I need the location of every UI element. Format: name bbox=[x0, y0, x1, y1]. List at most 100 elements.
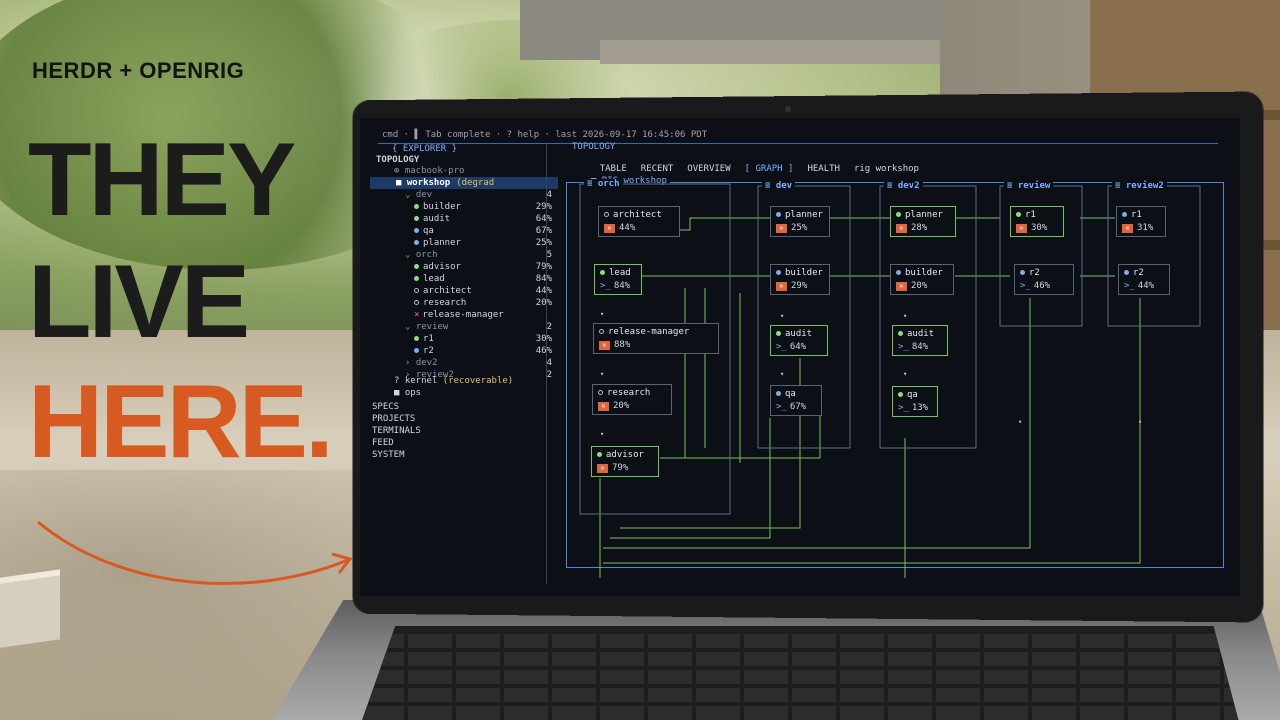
node-usage: 44% bbox=[1137, 281, 1155, 291]
node-usage: 64% bbox=[789, 342, 807, 352]
crashed-pane-icon: ✕ bbox=[896, 224, 907, 233]
agent-node[interactable]: audit>_64% bbox=[770, 325, 828, 356]
terminal-prompt-icon: >_ bbox=[898, 403, 909, 413]
agent-node[interactable]: planner✕25% bbox=[770, 206, 830, 237]
node-usage: 46% bbox=[1033, 281, 1051, 291]
group-title[interactable]: ≡ review2 bbox=[1112, 181, 1167, 191]
agent-node[interactable]: r2 >_44% bbox=[1118, 264, 1170, 295]
tab-recent[interactable]: RECENT bbox=[640, 164, 674, 174]
node-usage: 30% bbox=[1031, 223, 1048, 233]
tree-item-count: 5 bbox=[546, 250, 552, 260]
node-name: release-manager bbox=[608, 327, 690, 337]
node-name: qa bbox=[907, 390, 918, 400]
node-name: lead bbox=[609, 268, 631, 278]
node-name: builder bbox=[905, 268, 943, 278]
tree-ops[interactable]: ■ ops bbox=[394, 388, 422, 398]
section-system[interactable]: SYSTEM bbox=[372, 450, 405, 460]
tree-item-count: 2 bbox=[546, 370, 552, 380]
explorer-title: { EXPLORER } bbox=[392, 144, 458, 154]
tab-table[interactable]: TABLE bbox=[599, 164, 627, 174]
terminal-screen[interactable]: cmd · ▌ Tab complete · ? help · last 202… bbox=[360, 118, 1240, 596]
node-usage: 13% bbox=[911, 403, 929, 413]
agent-node[interactable]: builder✕20% bbox=[890, 264, 954, 295]
group-title[interactable]: ≡ dev2 bbox=[884, 181, 923, 191]
agent-node[interactable]: audit>_84% bbox=[892, 325, 948, 356]
agent-node[interactable]: r1✕30% bbox=[1010, 206, 1064, 237]
node-name: planner bbox=[905, 210, 943, 220]
brand-kicker: HERDR + OPENRIG bbox=[32, 58, 245, 83]
status-dot-icon bbox=[600, 270, 605, 275]
tree-item-count: 4 bbox=[546, 358, 552, 368]
tree-item-count: 29% bbox=[535, 202, 552, 212]
agent-node[interactable]: architect✕44% bbox=[598, 206, 680, 237]
agent-node[interactable]: qa >_13% bbox=[892, 386, 938, 417]
node-name: qa bbox=[785, 389, 796, 399]
svg-text:▴: ▴ bbox=[1018, 417, 1022, 425]
crashed-pane-icon: ✕ bbox=[597, 464, 608, 473]
tab-graph[interactable]: [ GRAPH ] bbox=[744, 164, 794, 174]
agent-node[interactable]: lead>_84% bbox=[594, 264, 642, 295]
agent-node[interactable]: research✕20% bbox=[592, 384, 672, 415]
agent-node[interactable]: builder✕29% bbox=[770, 264, 830, 295]
node-name: planner bbox=[785, 210, 823, 220]
terminal-prompt-icon: >_ bbox=[898, 342, 909, 352]
tab-overview[interactable]: OVERVIEW bbox=[687, 164, 731, 174]
tree-item-label: r2 bbox=[423, 346, 434, 356]
terminal-prompt-icon: >_ bbox=[1124, 281, 1135, 291]
tree-kernel[interactable]: ? kernel (recoverable) bbox=[394, 376, 514, 386]
agent-node[interactable]: planner✕28% bbox=[890, 206, 956, 237]
agent-node[interactable]: advisor ✕ 79% bbox=[591, 446, 659, 477]
node-name: r2 bbox=[1133, 268, 1144, 278]
status-dot-icon bbox=[1122, 212, 1127, 217]
tab-health[interactable]: HEALTH bbox=[807, 164, 840, 174]
node-name: advisor bbox=[606, 450, 644, 460]
agent-node[interactable]: release-manager✕88% bbox=[593, 323, 719, 354]
node-usage: 20% bbox=[613, 401, 630, 411]
group-title[interactable]: ≡ dev bbox=[762, 181, 796, 191]
tree-item[interactable]: ×release-manager bbox=[414, 310, 504, 320]
tree-item[interactable]: r2 46% bbox=[370, 345, 558, 357]
status-bar: cmd · ▌ Tab complete · ? help · last 202… bbox=[382, 130, 708, 140]
tree-root[interactable]: TOPOLOGY bbox=[376, 155, 420, 165]
agent-node[interactable]: qa>_67% bbox=[770, 385, 822, 416]
section-terminals[interactable]: TERMINALS bbox=[372, 426, 421, 436]
tree-item-label: research bbox=[423, 298, 467, 308]
tree-item-count: 44% bbox=[535, 286, 552, 296]
tree-item-count: 67% bbox=[535, 226, 552, 236]
crashed-pane-icon: ✕ bbox=[896, 282, 907, 291]
camera-icon bbox=[785, 106, 791, 112]
connection-wires: ▾▾▾ ▾▾ ▾▾ ▴▴ bbox=[579, 183, 1201, 578]
group-title[interactable]: ≡ review bbox=[1004, 181, 1054, 191]
agent-node[interactable]: r1✕31% bbox=[1116, 206, 1166, 237]
section-projects[interactable]: PROJECTS bbox=[372, 414, 416, 424]
node-usage: 29% bbox=[791, 281, 808, 291]
tree-host[interactable]: ⊕ macbook-pro bbox=[394, 166, 465, 176]
tree-item-count: 46% bbox=[535, 346, 552, 356]
status-dot-icon bbox=[896, 270, 901, 275]
node-usage: 79% bbox=[612, 463, 629, 473]
crashed-pane-icon: ✕ bbox=[599, 341, 610, 350]
section-specs[interactable]: SPECS bbox=[372, 402, 400, 412]
agent-node[interactable]: r2>_46% bbox=[1014, 264, 1074, 295]
terminal-prompt-icon: >_ bbox=[600, 281, 611, 291]
tree-item[interactable]: ■ workshop(degrad bbox=[370, 177, 558, 189]
rig-title: ■ RIG workshop bbox=[588, 176, 670, 186]
headline-line-3: HERE. bbox=[28, 364, 334, 480]
explorer-pane: { EXPLORER } TOPOLOGY ⊕ macbook-pro ■ wo… bbox=[370, 144, 558, 584]
section-feed[interactable]: FEED bbox=[372, 438, 394, 448]
group-title[interactable]: ≡ orch bbox=[584, 179, 623, 189]
